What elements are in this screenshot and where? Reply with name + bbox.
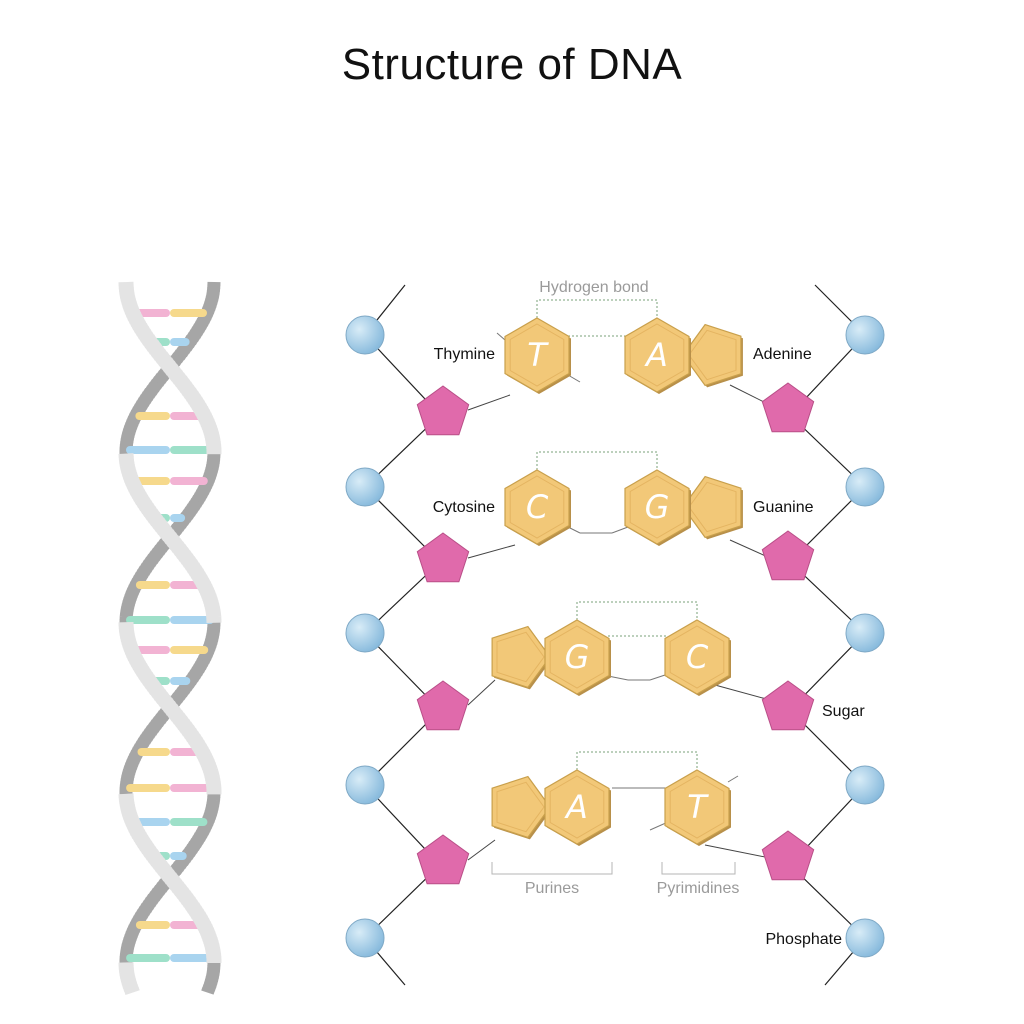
helix-rung [135,581,170,589]
phosphate-ball [345,765,385,805]
base-hexagon [664,619,731,696]
helix-rung [135,921,170,929]
helix-rung [137,748,170,756]
base-pentagon [491,775,552,840]
base-letter: G [645,488,670,526]
cytosine-label: Cytosine [433,499,495,516]
base-hexagon [504,317,571,394]
helix-rung [126,446,170,454]
helix-rung [170,514,186,522]
helix-rung [170,784,214,792]
guanine-label: Guanine [753,499,814,516]
base-hexagon [544,769,611,846]
phosphate-ball [845,315,885,355]
helix-rung [133,309,170,317]
base-letter: T [687,788,709,826]
helix-rung [170,954,214,962]
helix-rung [170,446,214,454]
purines-label: Purines [525,880,579,897]
base-hexagon [624,469,691,546]
phosphate-ball [845,765,885,805]
phosphate-ball [345,613,385,653]
base-letter: T [527,336,549,374]
hydrogen-bond-lines [536,299,698,770]
base-letter: C [686,638,709,676]
base-pentagon [491,625,552,690]
base-pentagon [682,475,743,540]
base-hexagon [504,469,571,546]
helix-rung [170,309,207,317]
pyrimidines-label: Pyrimidines [657,880,740,897]
phosphate-label: Phosphate [765,931,842,948]
helix-rung [170,338,190,346]
phosphate-ball [345,315,385,355]
base-hexagon [624,317,691,394]
sugar-pentagon [416,385,470,436]
base-letter: C [526,488,549,526]
base-stub-lines [496,332,739,831]
helix-rung [135,412,170,420]
helix-rung [170,477,208,485]
helix-rung [170,646,209,654]
helix-rung [132,477,170,485]
phosphate-ball [345,918,385,958]
base-letter: A [644,336,668,374]
phosphate-ball [845,613,885,653]
helix-rung [126,784,170,792]
base-letter: A [564,788,588,826]
helix-rung [170,616,214,624]
helix-rung [170,677,191,685]
helix-rung [126,616,170,624]
helix-rung [170,852,187,860]
phosphate-ball [845,467,885,507]
base-hexagon [544,619,611,696]
phosphate-ball [845,918,885,958]
helix-rung [170,818,208,826]
sugar-pentagon [416,532,470,583]
helix-rung [132,818,170,826]
page-title: Structure of DNA [341,40,683,89]
class-brackets [491,862,736,875]
helix-rung [126,954,170,962]
base-letter: G [565,638,590,676]
helix-rung [131,646,170,654]
phosphate-ball [345,467,385,507]
double-helix [118,281,222,995]
sugar-pentagon [761,830,815,881]
base-pentagon [682,323,743,388]
sugar-pentagon [761,530,815,581]
hydrogen-bond-label: Hydrogen bond [539,279,648,296]
sugar-pentagon [416,834,470,885]
base-hexagon [664,769,731,846]
adenine-label: Adenine [753,346,812,363]
sugar-label: Sugar [822,703,865,720]
sugar-pentagon [761,680,815,731]
thymine-label: Thymine [434,346,495,363]
sugar-pentagon [416,680,470,731]
sugar-pentagon [761,382,815,433]
